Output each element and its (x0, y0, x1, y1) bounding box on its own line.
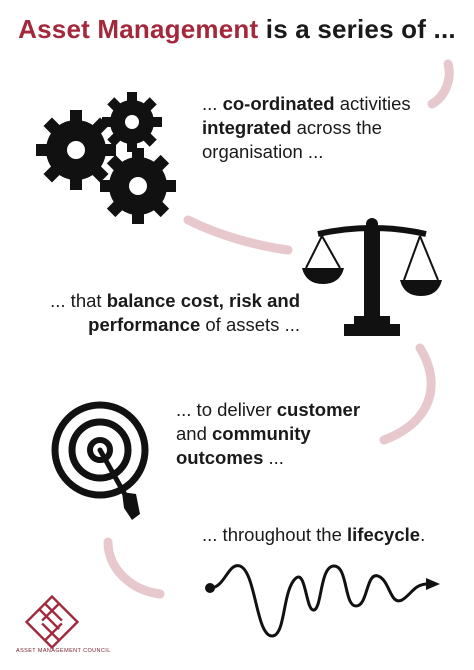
title-highlight: Asset Management (18, 14, 259, 44)
logo-text: ASSET MANAGEMENT COUNCIL (16, 648, 111, 654)
connector-target-to-wave (103, 537, 165, 599)
text-throughout-lifecycle: ... throughout the lifecycle. (202, 524, 426, 545)
connector-gears-to-scale (183, 215, 293, 255)
connector-top (427, 59, 454, 109)
page-title: Asset Management is a series of ... (0, 14, 474, 45)
title-rest: is a series of ... (258, 14, 456, 44)
connector-scale-to-target (379, 343, 436, 445)
text-coordinated-activities: ... co-ordinated activities integrated a… (202, 93, 411, 162)
text-customer-community-outcomes: ... to deliver customer and community ou… (176, 399, 361, 468)
text-balance-cost-risk: ... that balance cost, risk and performa… (50, 290, 300, 335)
